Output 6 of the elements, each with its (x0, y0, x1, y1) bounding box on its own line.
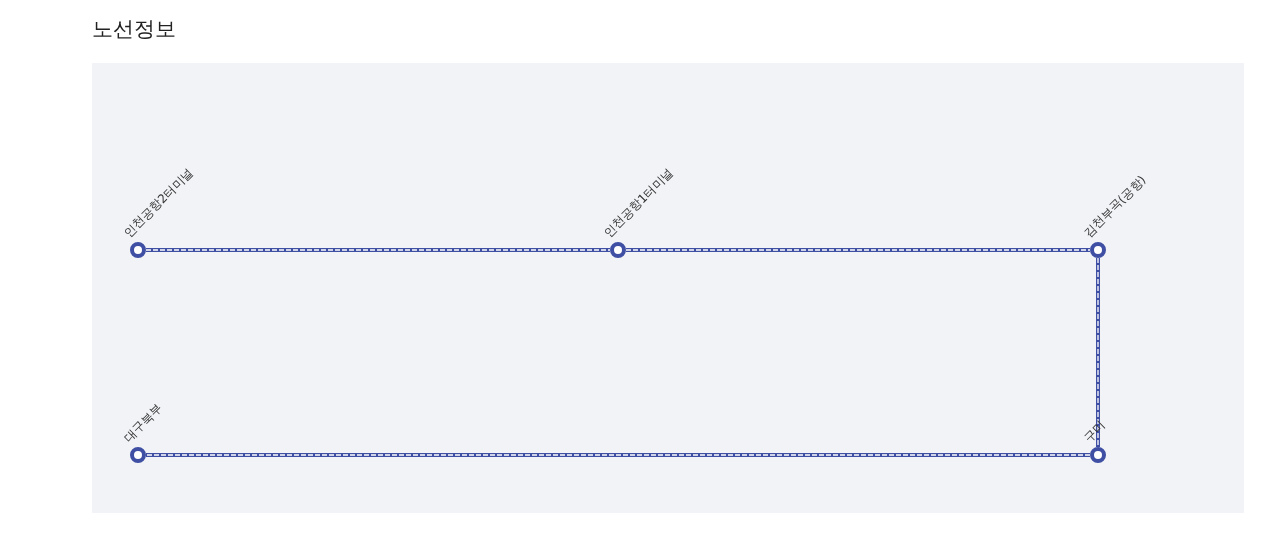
route-line (625, 248, 1091, 252)
route-line (145, 453, 1091, 457)
route-line (145, 248, 611, 252)
route-line (1096, 257, 1100, 448)
station-label: 구미 (1081, 418, 1108, 445)
page-title: 노선정보 (92, 16, 176, 43)
